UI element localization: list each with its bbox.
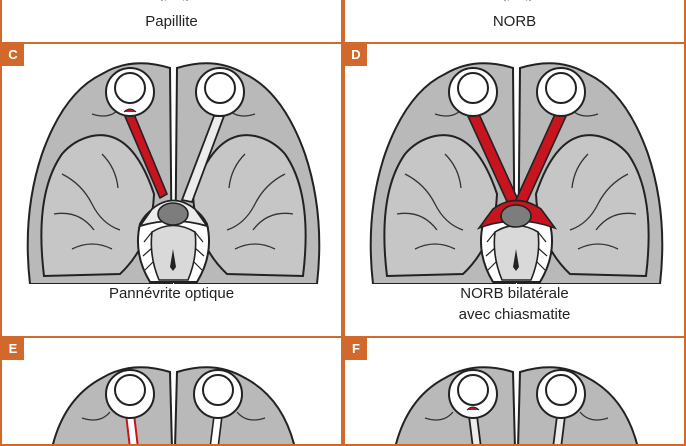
panel-e: E bbox=[0, 336, 343, 446]
panel-c: C Pannévrite optique bbox=[0, 42, 343, 338]
caption-b: NORB bbox=[492, 13, 537, 30]
caption-d-line2: avec chiasmatite bbox=[458, 306, 571, 323]
caption-d-line1: NORB bilatérale bbox=[460, 285, 569, 302]
brain-illustration-b bbox=[503, 0, 532, 1]
brain-illustration-a bbox=[160, 0, 189, 1]
caption-a: Papillite bbox=[145, 13, 198, 30]
caption-c: Pannévrite optique bbox=[108, 285, 235, 302]
brain-illustration-d bbox=[369, 62, 664, 284]
panel-letter-f: F bbox=[345, 338, 367, 360]
brain-illustration-e bbox=[52, 366, 295, 444]
panel-a: Papillite bbox=[0, 0, 343, 44]
brain-illustration-f bbox=[395, 366, 638, 444]
panel-letter-d: D bbox=[345, 44, 367, 66]
panel-letter-c: C bbox=[2, 44, 24, 66]
panel-letter-e: E bbox=[2, 338, 24, 360]
panel-b: NORB bbox=[343, 0, 686, 44]
brain-illustration-c bbox=[26, 62, 321, 284]
panel-d: D NORB bilatérale avec chiasmatite bbox=[343, 42, 686, 338]
panel-f: F bbox=[343, 336, 686, 446]
